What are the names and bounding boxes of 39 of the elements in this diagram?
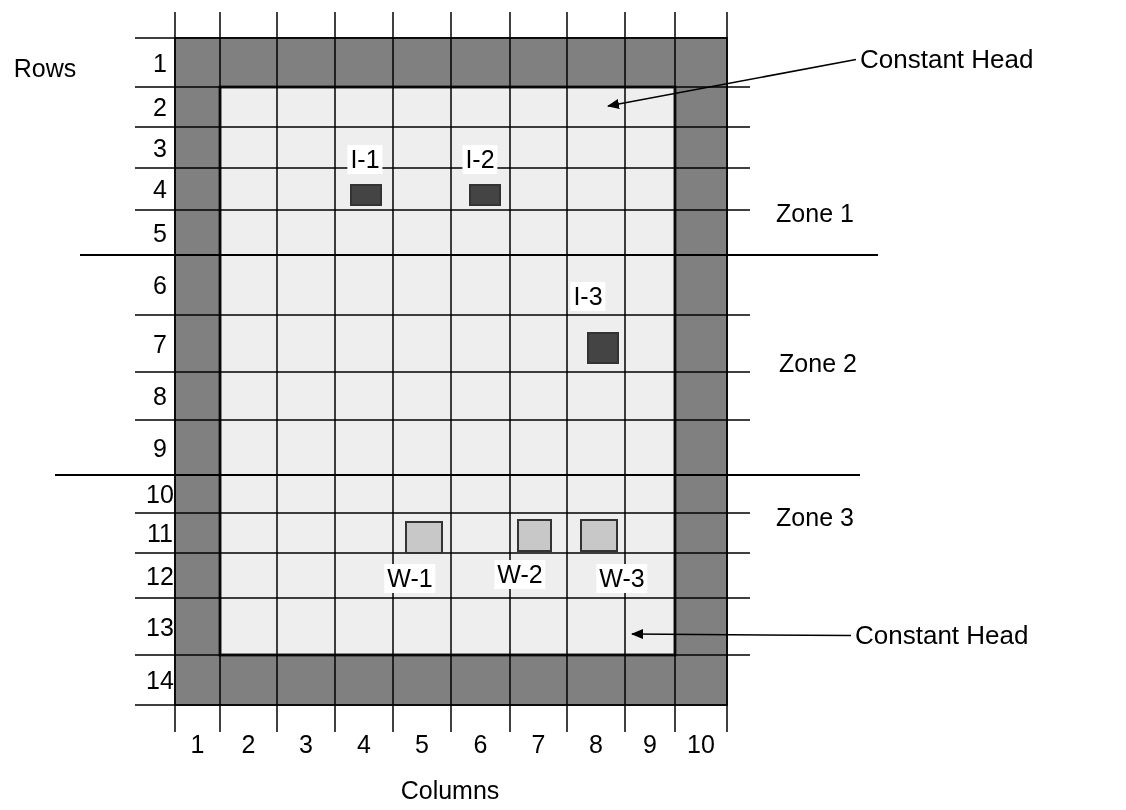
row-number: 3 xyxy=(153,135,167,160)
column-number: 1 xyxy=(190,731,205,757)
axis-title: Columns xyxy=(400,777,500,803)
row-number: 4 xyxy=(153,176,167,202)
row-number: 2 xyxy=(153,94,167,120)
row-number: 6 xyxy=(153,272,167,298)
row-number: 5 xyxy=(153,220,167,245)
well-label: W-1 xyxy=(384,564,436,593)
boundary-label: Constant Head xyxy=(860,44,1034,75)
leader-arrow xyxy=(631,629,852,640)
row-number: 14 xyxy=(146,667,174,693)
row-number: 10 xyxy=(146,481,174,507)
row-number: 13 xyxy=(146,614,174,639)
row-number: 9 xyxy=(153,435,167,460)
row-number: 8 xyxy=(153,383,167,409)
zone-label: Zone 2 xyxy=(779,350,857,376)
column-number: 6 xyxy=(473,731,488,757)
column-number: 9 xyxy=(643,731,657,757)
well-label: I-1 xyxy=(347,145,383,174)
column-number: 10 xyxy=(687,731,715,757)
well-label: W-3 xyxy=(596,564,648,593)
leader-arrow xyxy=(607,58,857,109)
column-number: 8 xyxy=(589,731,603,757)
column-number: 5 xyxy=(415,731,429,757)
zone-label: Zone 1 xyxy=(776,200,854,226)
column-number: 4 xyxy=(357,731,371,757)
boundary-label: Constant Head xyxy=(855,620,1029,651)
zone-label: Zone 3 xyxy=(776,504,854,530)
row-number: 12 xyxy=(146,563,174,588)
well-label: I-3 xyxy=(570,282,606,311)
row-number: 7 xyxy=(153,331,167,356)
column-number: 2 xyxy=(241,731,256,757)
row-number: 1 xyxy=(153,50,167,75)
column-number: 7 xyxy=(531,731,546,757)
well-label: W-2 xyxy=(494,560,546,589)
axis-title: Rows xyxy=(13,55,77,81)
well-label: I-2 xyxy=(462,145,498,174)
column-number: 3 xyxy=(299,731,313,757)
row-number: 11 xyxy=(147,520,173,546)
